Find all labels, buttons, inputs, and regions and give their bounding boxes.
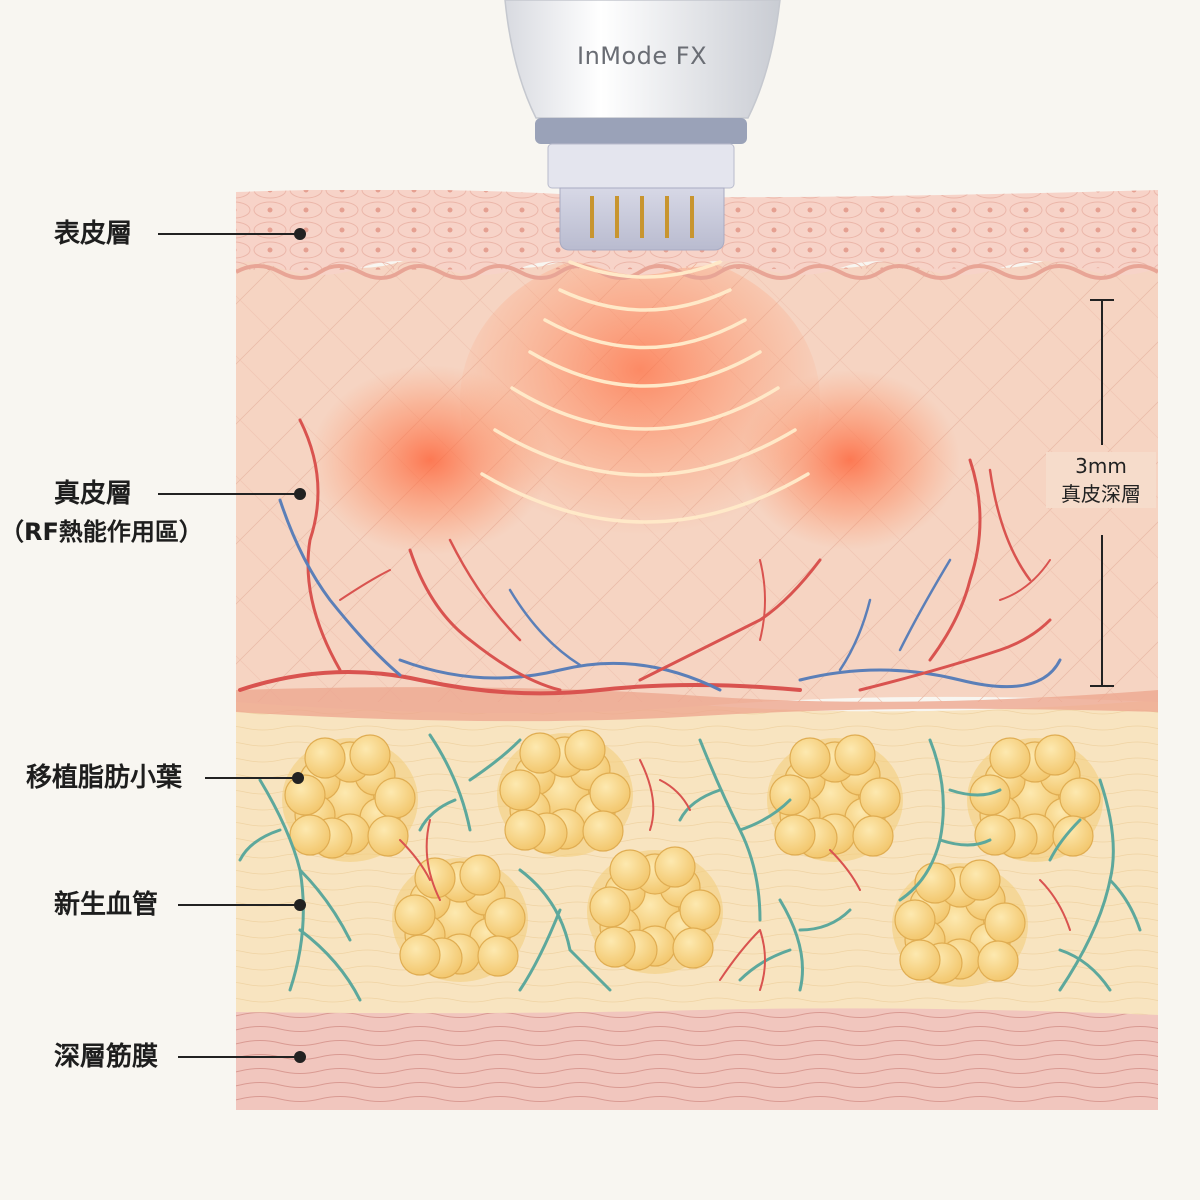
device-name: InMode FX <box>577 42 708 70</box>
fat-cell <box>349 734 391 776</box>
fat-cell <box>977 940 1019 982</box>
fat-cell <box>477 935 519 977</box>
fat-cell <box>399 934 441 976</box>
small-capillaries <box>399 759 1071 991</box>
fat-lobule <box>497 729 633 857</box>
fat-cell <box>582 810 624 852</box>
fat-cell <box>672 927 714 969</box>
fat-cell <box>594 926 636 968</box>
fat-cell <box>852 815 894 857</box>
fat-cell <box>914 862 956 904</box>
fat-cell <box>984 902 1026 944</box>
grafted-fat-lobules <box>282 729 1103 987</box>
label-leaders <box>158 228 306 1063</box>
depth-measurement: 3mm 真皮深層 <box>1046 452 1156 508</box>
depth-value: 3mm <box>1075 454 1127 478</box>
depth-label: 真皮深層 <box>1061 482 1141 506</box>
fat-cell <box>459 854 501 896</box>
fat-cell <box>394 894 436 936</box>
fat-cell <box>504 809 546 851</box>
fat-cell <box>374 777 416 819</box>
fat-cell <box>284 774 326 816</box>
label-grafted-fat: 移植脂肪小葉 <box>26 763 183 793</box>
fat-cell <box>774 814 816 856</box>
depth-bracket <box>1090 299 1114 687</box>
fat-cell <box>1052 815 1094 857</box>
fat-cell <box>414 857 456 899</box>
fat-cell <box>1059 777 1101 819</box>
rf-heat-zone-center <box>460 250 820 550</box>
label-epidermis: 表皮層 <box>54 219 133 249</box>
fat-cell <box>589 772 631 814</box>
fat-lobule <box>767 734 903 862</box>
fat-cell <box>894 899 936 941</box>
fat-cell <box>834 734 876 776</box>
label-fascia: 深層筋膜 <box>54 1042 159 1072</box>
fat-lobule <box>282 734 418 862</box>
fat-cell <box>609 849 651 891</box>
label-dermis: 真皮層 <box>54 479 133 509</box>
fat-cell <box>959 859 1001 901</box>
fat-cell <box>367 815 409 857</box>
label-new-vessels: 新生血管 <box>54 890 159 920</box>
microneedle-pins <box>590 196 694 238</box>
fat-cell <box>519 732 561 774</box>
fat-cell <box>679 889 721 931</box>
fat-cell <box>1034 734 1076 776</box>
fat-cell <box>304 737 346 779</box>
new-blood-vessels <box>238 733 1142 1002</box>
fat-cell <box>499 769 541 811</box>
inmode-fx-device <box>504 0 781 251</box>
fat-cell <box>974 814 1016 856</box>
label-dermis-note: （RF熱能作用區） <box>0 518 203 546</box>
fat-cell <box>769 774 811 816</box>
dermal-blood-vessels <box>238 418 1062 696</box>
fat-cell <box>859 777 901 819</box>
fat-lobule <box>392 854 528 982</box>
fat-cell <box>989 737 1031 779</box>
fat-cell <box>789 737 831 779</box>
fat-cell <box>484 897 526 939</box>
fat-lobule <box>587 846 723 974</box>
fat-cell <box>289 814 331 856</box>
fat-lobule <box>892 859 1028 987</box>
rf-energy-waves <box>480 260 810 524</box>
fat-cell <box>654 846 696 888</box>
fat-cell <box>899 939 941 981</box>
fat-cell <box>564 729 606 771</box>
fat-cell <box>589 886 631 928</box>
